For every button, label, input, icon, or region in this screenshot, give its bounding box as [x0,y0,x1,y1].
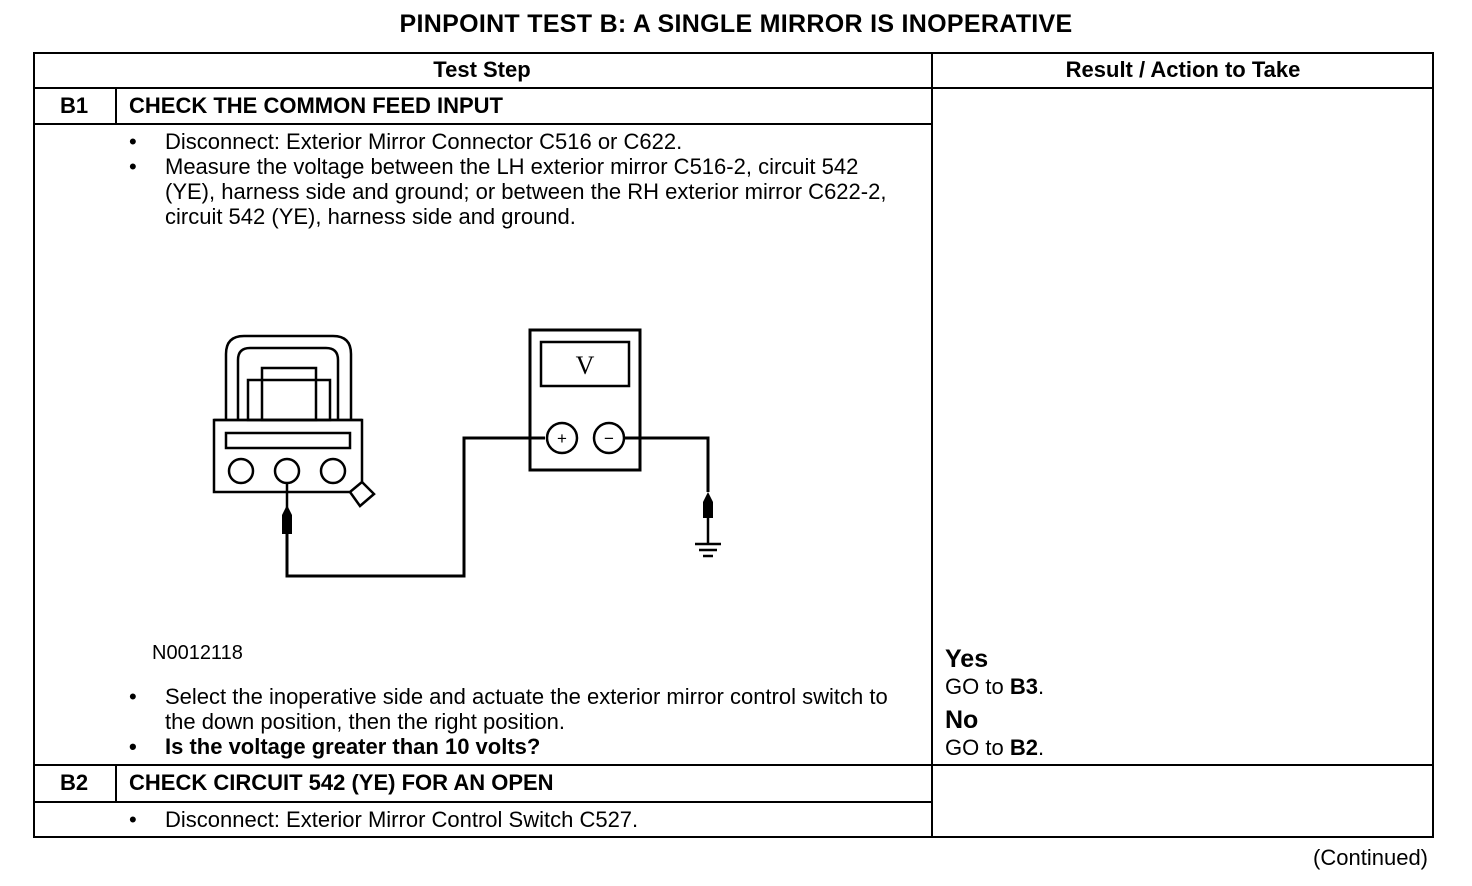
probe-lead [282,436,545,578]
result-yes-label: Yes [945,645,989,673]
voltmeter-icon: V + − [528,328,642,472]
b2-title-divider [33,801,933,803]
mirror-connector-icon [212,334,376,508]
list-item: Measure the voltage between the LH exter… [129,154,899,229]
step-title-b1: CHECK THE COMMON FEED INPUT [129,93,503,118]
result-no-label: No [945,706,979,734]
meter-symbol: V [576,351,595,380]
list-item: Disconnect: Exterior Mirror Control Swit… [129,807,899,832]
goto-b2-link[interactable]: B2 [1009,735,1038,760]
b1-title-divider [33,123,933,125]
meter-minus: − [604,429,614,448]
continued-note: (Continued) [1313,845,1428,870]
b2-instructions: Disconnect: Exterior Mirror Control Swit… [129,807,899,832]
step-id-b1: B1 [59,93,89,118]
meter-plus: + [557,429,567,448]
b1-actions: Select the inoperative side and actuate … [129,684,919,759]
b2-id-divider [115,764,117,802]
list-item: Is the voltage greater than 10 volts? [129,734,919,759]
b1-bottom-divider [33,764,1434,766]
voltage-measurement-diagram: V + − [212,328,721,578]
step-title-b2: CHECK CIRCUIT 542 (YE) FOR AN OPEN [129,770,554,795]
result-yes-action: GO to B3. [945,674,1045,699]
header-divider [33,87,1434,89]
list-item: Disconnect: Exterior Mirror Connector C5… [129,129,899,154]
column-divider [931,52,933,838]
b1-instructions: Disconnect: Exterior Mirror Connector C5… [129,129,899,229]
list-item: Select the inoperative side and actuate … [129,684,919,734]
figure-id: N0012118 [152,642,243,664]
b1-id-divider [115,87,117,124]
result-no-action: GO to B2. [945,735,1045,760]
ground-icon [695,542,721,558]
header-test-step: Test Step [433,57,531,82]
header-result: Result / Action to Take [1065,57,1301,82]
test-table [33,52,1434,838]
ground-lead [624,436,713,544]
page-title: PINPOINT TEST B: A SINGLE MIRROR IS INOP… [399,10,1073,38]
step-id-b2: B2 [59,770,89,795]
goto-b3-link[interactable]: B3 [1009,674,1038,699]
